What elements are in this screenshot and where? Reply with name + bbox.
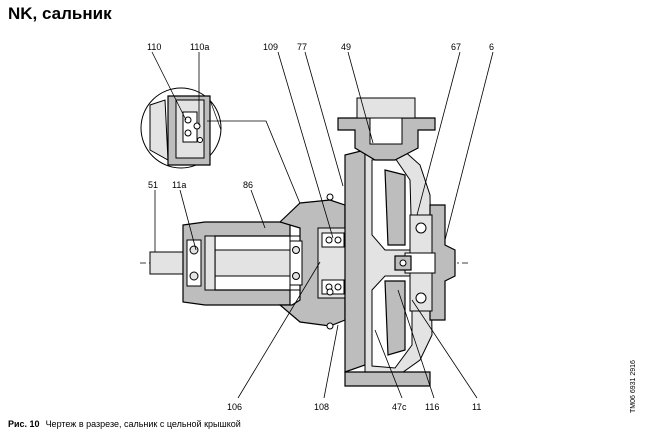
bearing-right	[289, 240, 303, 286]
discharge-flange	[337, 97, 436, 161]
drawing-code: TM06 6931 2916	[630, 360, 637, 413]
stuffing-box	[317, 193, 349, 330]
label-110: 110	[147, 42, 161, 52]
label-11a: 11a	[172, 180, 186, 190]
casing-foot	[344, 371, 431, 387]
bearing-left	[186, 239, 202, 287]
label-11: 11	[472, 402, 481, 412]
label-108: 108	[314, 402, 329, 412]
label-6: 6	[489, 42, 494, 52]
label-106: 106	[227, 402, 242, 412]
figure-caption: Рис. 10 Чертеж в разрезе, сальник с цельн…	[8, 419, 241, 429]
page-title: NK, сальник	[8, 4, 112, 23]
label-110a: 110a	[190, 42, 209, 52]
detail-magnifier	[140, 87, 222, 169]
suction-flange	[404, 204, 456, 321]
label-109: 109	[263, 42, 278, 52]
label-49: 49	[341, 42, 351, 52]
impeller-nut	[394, 255, 412, 271]
label-116: 116	[425, 402, 439, 412]
label-51: 51	[148, 180, 158, 190]
label-77: 77	[297, 42, 307, 52]
figure-number: Рис. 10	[8, 419, 40, 429]
label-67: 67	[451, 42, 461, 52]
figure-caption-text: Чертеж в разрезе, сальник с цельной крыш…	[45, 419, 241, 429]
label-47c: 47c	[392, 402, 407, 412]
label-86: 86	[243, 180, 253, 190]
leader-lines	[151, 51, 494, 399]
